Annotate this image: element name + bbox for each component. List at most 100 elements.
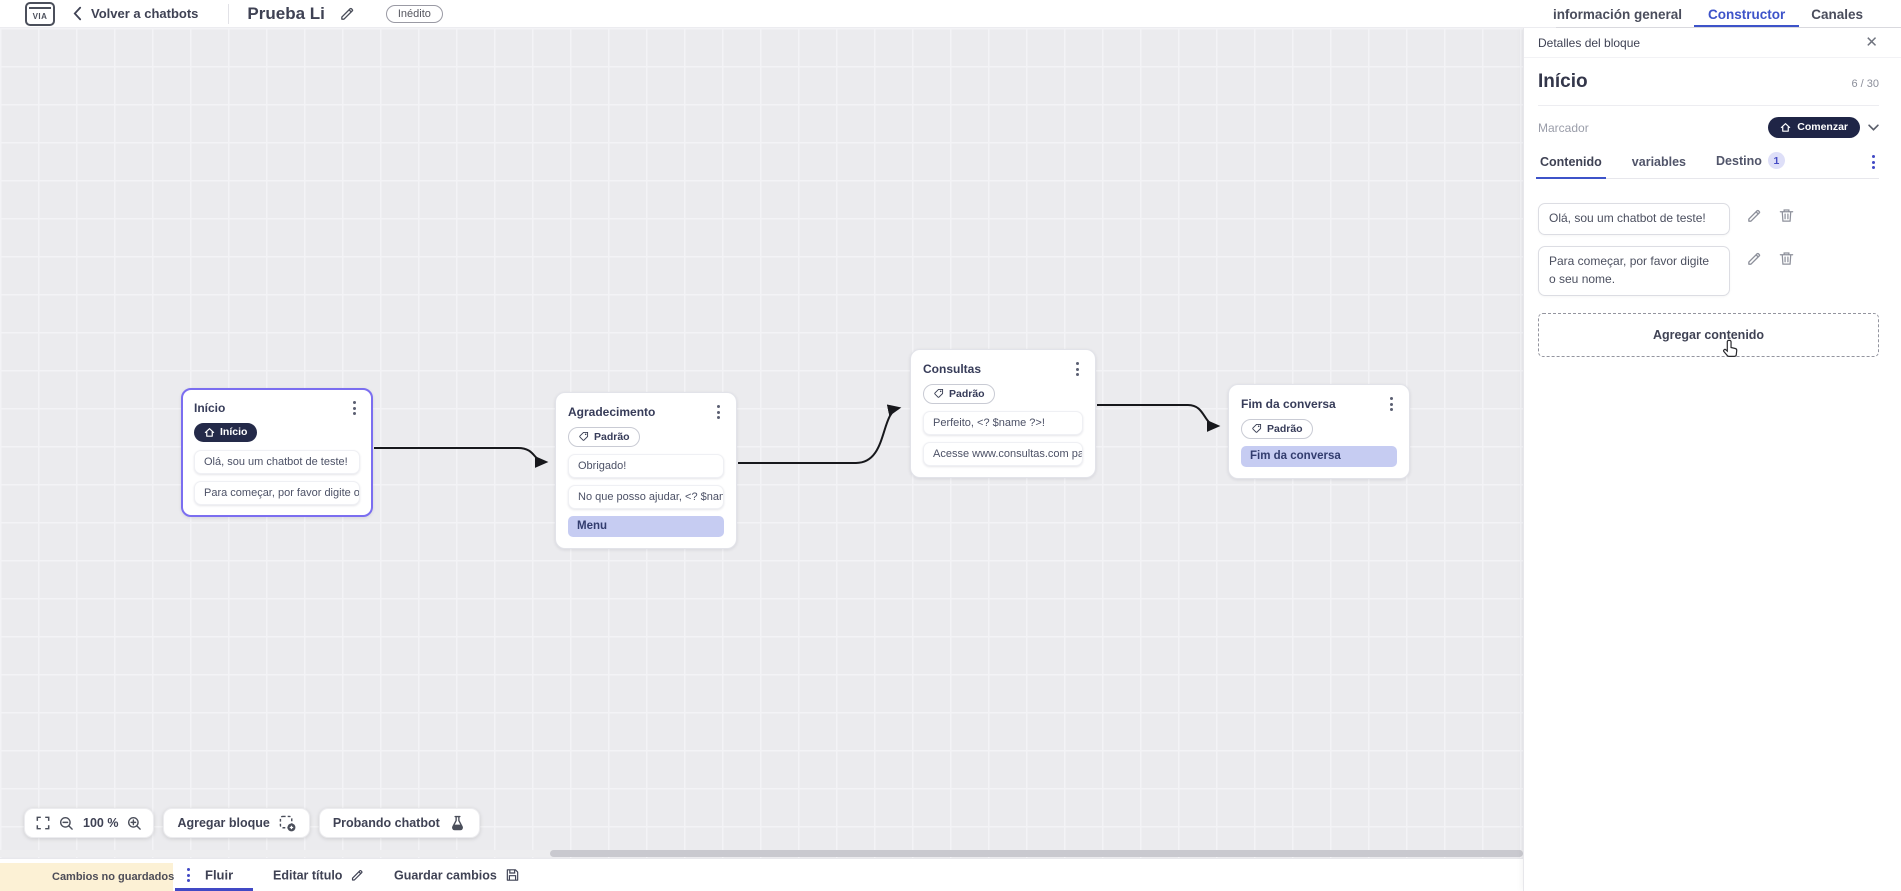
- tab-canales[interactable]: Canales: [1811, 6, 1863, 22]
- canvas-toolbar: 100 % Agregar bloque Probando chatbot: [24, 808, 480, 838]
- edit-content-button[interactable]: [1746, 250, 1763, 267]
- type-badge: Padrão: [923, 384, 995, 404]
- fullscreen-button[interactable]: [36, 816, 50, 830]
- node-title: Fim da conversa: [1241, 397, 1336, 411]
- panel-title: Detalles del bloque: [1538, 35, 1641, 50]
- delete-content-button[interactable]: [1778, 207, 1795, 224]
- tab-contenido[interactable]: Contenido: [1536, 155, 1606, 179]
- connector-inicio-agradecimento: [374, 447, 549, 468]
- panel-tab-menu-button[interactable]: [1868, 153, 1879, 171]
- canvas-hscrollbar-track: [0, 850, 1523, 857]
- app-logo: VIA: [25, 1, 55, 26]
- node-menu-button[interactable]: [713, 403, 724, 421]
- block-details-panel: Detalles del bloque ✕ Início 6 / 30 Marc…: [1523, 28, 1901, 891]
- tabs-baseline: [1556, 27, 1901, 28]
- node-message[interactable]: No que posso ajudar, <? $name ...: [568, 485, 724, 509]
- chatbot-title: Prueba Li: [247, 3, 325, 23]
- trash-icon: [1779, 209, 1794, 222]
- back-to-chatbots-button[interactable]: Volver a chatbots: [73, 6, 198, 21]
- content-item-row: Olá, sou um chatbot de teste!: [1538, 203, 1879, 236]
- pencil-icon: [1748, 209, 1761, 222]
- logo-text: VIA: [32, 11, 48, 21]
- node-title: Consultas: [923, 362, 982, 376]
- character-counter: 6 / 30: [1851, 78, 1879, 90]
- tab-destino[interactable]: Destino 1: [1714, 152, 1787, 178]
- marker-value-button[interactable]: Comenzar: [1768, 117, 1860, 138]
- destination-count-badge: 1: [1767, 152, 1785, 169]
- home-icon: [1781, 122, 1791, 132]
- close-icon[interactable]: ✕: [1865, 34, 1878, 51]
- edit-content-button[interactable]: [1746, 207, 1763, 224]
- content-message[interactable]: Olá, sou um chatbot de teste!: [1538, 203, 1730, 236]
- chevron-down-icon[interactable]: [1868, 124, 1879, 131]
- zoom-out-icon: [59, 816, 73, 830]
- add-block-icon: [279, 815, 296, 831]
- trash-icon: [1779, 252, 1794, 266]
- node-message[interactable]: Para começar, por favor digite o ...: [194, 480, 360, 505]
- chevron-left-icon: [73, 6, 82, 21]
- unsaved-changes-label: Cambios no guardados: [52, 871, 175, 883]
- content-item-row: Para começar, por favor digite o seu nom…: [1538, 246, 1879, 297]
- zoom-level: 100 %: [83, 816, 119, 830]
- active-flow-tab-underline: [175, 888, 253, 891]
- zoom-in-button[interactable]: [127, 816, 142, 831]
- panel-tabs: Contenido variables Destino 1: [1536, 152, 1879, 179]
- tab-informacion-general[interactable]: información general: [1552, 6, 1682, 22]
- home-icon: [204, 427, 215, 437]
- add-block-button[interactable]: Agregar bloque: [163, 808, 310, 838]
- node-action-menu[interactable]: Menu: [568, 516, 724, 537]
- flow-canvas[interactable]: Início Início Olá, sou um chatbot de tes…: [0, 28, 1523, 858]
- zoom-controls: 100 %: [24, 808, 155, 838]
- node-title: Agradecimento: [568, 405, 656, 419]
- flow-tab-fluir[interactable]: Fluir: [205, 867, 234, 883]
- edit-chatbot-title-button[interactable]: [339, 5, 356, 22]
- node-message[interactable]: Obrigado!: [568, 454, 724, 478]
- zoom-in-icon: [128, 816, 142, 830]
- tag-icon: [579, 431, 589, 441]
- node-title: Início: [194, 401, 226, 415]
- flask-icon: [451, 815, 463, 830]
- test-chatbot-button[interactable]: Probando chatbot: [318, 808, 480, 838]
- add-content-button[interactable]: Agregar contenido: [1538, 313, 1879, 358]
- node-inicio[interactable]: Início Início Olá, sou um chatbot de tes…: [181, 388, 373, 517]
- connector-agradecimento-consultas: [738, 404, 902, 464]
- back-label: Volver a chatbots: [91, 6, 199, 21]
- block-name[interactable]: Início: [1538, 71, 1588, 92]
- header-divider: [228, 3, 230, 24]
- node-action-end[interactable]: Fim da conversa: [1241, 446, 1397, 467]
- type-badge: Padrão: [1241, 419, 1313, 439]
- start-marker-badge: Início: [194, 423, 258, 442]
- top-bar: VIA Volver a chatbots Prueba Li Inédito …: [0, 0, 1901, 28]
- pencil-icon: [1748, 253, 1761, 266]
- save-changes-button[interactable]: Guardar cambios: [394, 868, 520, 883]
- node-message[interactable]: Perfeito, <? $name ?>!: [923, 411, 1083, 435]
- zoom-out-button[interactable]: [59, 816, 74, 831]
- delete-content-button[interactable]: [1778, 250, 1795, 267]
- content-list: Olá, sou um chatbot de teste! Para começ…: [1538, 203, 1879, 297]
- flow-tab-menu-button[interactable]: [183, 866, 194, 884]
- tab-constructor[interactable]: Constructor: [1693, 0, 1800, 28]
- canvas-hscrollbar-thumb[interactable]: [550, 850, 1523, 857]
- node-message[interactable]: Olá, sou um chatbot de teste!: [194, 449, 360, 474]
- node-agradecimento[interactable]: Agradecimento Padrão Obrigado! No que po…: [555, 392, 737, 549]
- pencil-icon: [341, 7, 354, 20]
- tab-variables[interactable]: variables: [1631, 155, 1687, 169]
- edit-title-button[interactable]: Editar título: [273, 868, 365, 883]
- pencil-icon: [352, 870, 363, 881]
- node-message[interactable]: Acesse www.consultas.com par...: [923, 442, 1083, 466]
- node-menu-button[interactable]: [1386, 395, 1397, 413]
- tag-icon: [1252, 423, 1262, 433]
- node-fim-da-conversa[interactable]: Fim da conversa Padrão Fim da conversa: [1228, 384, 1410, 479]
- fullscreen-icon: [36, 816, 50, 830]
- save-icon: [506, 869, 519, 881]
- node-menu-button[interactable]: [1072, 360, 1083, 378]
- node-consultas[interactable]: Consultas Padrão Perfeito, <? $name ?>! …: [910, 349, 1096, 478]
- node-menu-button[interactable]: [349, 399, 360, 417]
- content-message[interactable]: Para começar, por favor digite o seu nom…: [1538, 246, 1730, 297]
- unsaved-changes-toast: Cambios no guardados: [0, 863, 175, 891]
- connector-consultas-fim: [1097, 404, 1221, 432]
- tag-icon: [934, 388, 944, 398]
- top-nav-tabs: información general Constructor Canales: [1553, 0, 1863, 28]
- type-badge: Padrão: [568, 427, 640, 447]
